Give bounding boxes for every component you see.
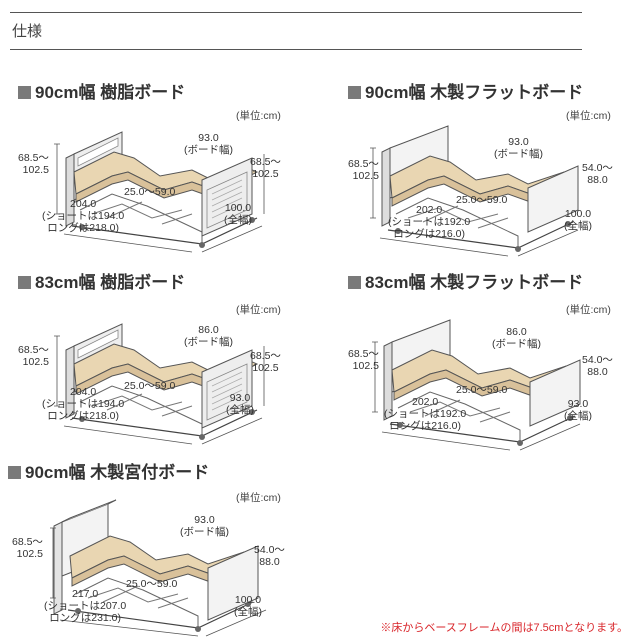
spec-panel-83-wood-flat: 83cm幅 木製フラットボード (単位:cm) 68.5～102.5 86.0(… <box>348 268 638 451</box>
unit-label: (単位:cm) <box>236 110 281 122</box>
dim-width: 93.0(全幅) <box>226 392 254 416</box>
dim-board-width: 86.0(ボード幅) <box>492 326 541 350</box>
bullet-square-icon <box>348 86 361 99</box>
spec-panel-90-wood-flat: 90cm幅 木製フラットボード (単位:cm) 68.5～102.5 93.0(… <box>348 78 638 257</box>
dim-height-right: 54.0～88.0 <box>582 354 613 378</box>
unit-label: (単位:cm) <box>236 304 281 316</box>
bullet-square-icon <box>18 276 31 289</box>
dim-height-right: 54.0～88.0 <box>582 162 613 186</box>
unit-label: (単位:cm) <box>236 492 281 504</box>
bed-illustration <box>372 319 581 451</box>
dim-board-width: 93.0(ボード幅) <box>184 132 233 156</box>
unit-label: (単位:cm) <box>566 304 611 316</box>
dim-height-left: 68.5～102.5 <box>18 152 49 176</box>
dim-height-left: 68.5～102.5 <box>18 344 49 368</box>
unit-label: (単位:cm) <box>566 110 611 122</box>
bed-illustration <box>370 125 579 257</box>
title-divider <box>10 49 582 50</box>
page-title: 仕様 <box>12 23 43 40</box>
panel-title: 90cm幅 木製宮付ボード <box>8 458 209 483</box>
dim-angle: 25.0～59.0 <box>126 578 178 590</box>
dim-height-left: 68.5～102.5 <box>348 158 379 182</box>
dim-width: 100.0(全幅) <box>224 202 252 226</box>
dim-angle: 25.0～59.0 <box>456 194 508 206</box>
dim-board-width: 93.0(ボード幅) <box>180 514 229 538</box>
bullet-square-icon <box>18 86 31 99</box>
dim-width: 93.0(全幅) <box>564 398 592 422</box>
bed-illustration <box>54 323 265 445</box>
spec-panel-90-resin: 90cm幅 樹脂ボード (単位:cm) 68.5～102.5 93.0(ボード幅… <box>18 78 308 253</box>
bullet-square-icon <box>348 276 361 289</box>
dim-angle: 25.0～59.0 <box>456 384 508 396</box>
dim-angle: 25.0～59.0 <box>124 186 176 198</box>
bullet-square-icon <box>8 466 21 479</box>
dim-height-right: 68.5～102.5 <box>250 156 281 180</box>
dim-height-left: 68.5～102.5 <box>12 536 43 560</box>
panel-title: 83cm幅 木製フラットボード <box>348 268 583 293</box>
dim-height-right: 68.5～102.5 <box>250 350 281 374</box>
dim-board-width: 93.0(ボード幅) <box>494 136 543 160</box>
spec-panel-83-resin: 83cm幅 樹脂ボード (単位:cm) 68.5～102.5 86.0(ボード幅… <box>18 268 308 445</box>
spec-panel-90-wood-miya: 90cm幅 木製宮付ボード (単位:cm) 68.5～102.5 93.0(ボー… <box>8 458 308 638</box>
bed-illustration <box>54 131 265 253</box>
footnote: ※床からベースフレームの間は7.5cmとなります。 <box>380 622 628 634</box>
dim-angle: 25.0～59.0 <box>124 380 176 392</box>
dim-width: 100.0(全幅) <box>564 208 592 232</box>
panel-title: 90cm幅 木製フラットボード <box>348 78 583 103</box>
dim-height-left: 68.5～102.5 <box>348 348 379 372</box>
panel-title: 83cm幅 樹脂ボード <box>18 268 185 293</box>
dim-board-width: 86.0(ボード幅) <box>184 324 233 348</box>
top-divider <box>10 12 582 13</box>
bed-illustration <box>50 499 267 637</box>
dim-width: 100.0(全幅) <box>234 594 262 618</box>
panel-title: 90cm幅 樹脂ボード <box>18 78 185 103</box>
dim-height-right: 54.0～88.0 <box>254 544 285 568</box>
